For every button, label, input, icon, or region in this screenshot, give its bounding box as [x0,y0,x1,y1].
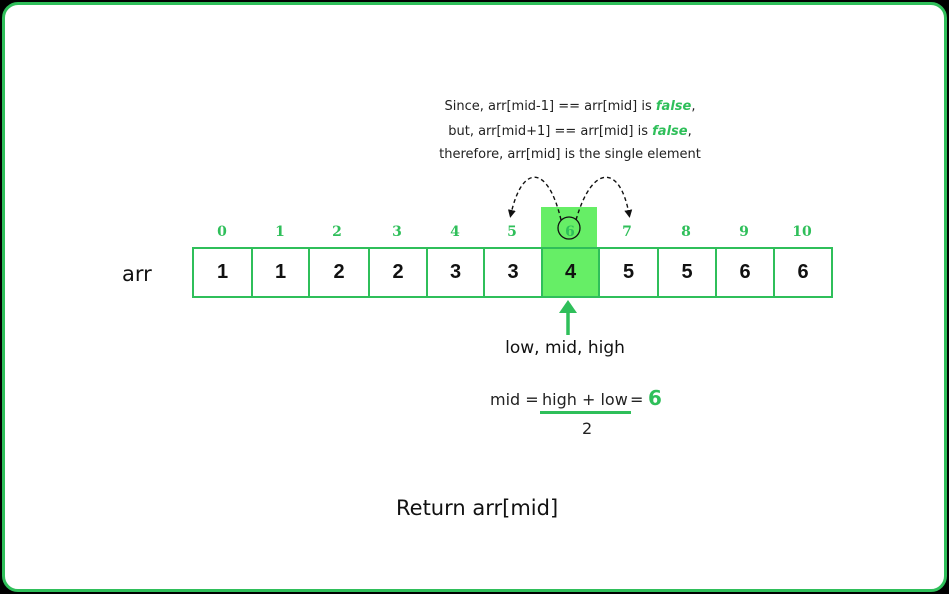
array-cell: 6 [715,247,775,298]
formula-equals: = [630,390,644,409]
index-label: 4 [450,224,460,240]
array-label: arr [122,262,152,286]
formula-numerator: high + low [542,390,628,409]
pointer-label: low, mid, high [505,338,625,358]
array-cell: 6 [773,247,833,298]
array-cell: 2 [368,247,428,298]
formula-result: 6 [648,386,662,410]
array-cell: 1 [192,247,253,298]
array-cell: 3 [483,247,543,298]
explanation-line-1: Since, arr[mid-1] == arr[mid] is false, [444,99,696,114]
pointer-arrow-head [559,300,577,313]
index-label: 3 [392,224,402,240]
index-label: 2 [332,224,342,240]
array-cell: 5 [657,247,717,298]
index-label: 7 [622,224,632,240]
right-neighbor-arrow [575,176,633,221]
index-label: 1 [275,224,285,240]
array-cell: 2 [308,247,370,298]
formula-lhs: mid = [490,390,539,409]
formula-denominator: 2 [582,419,593,438]
index-label: 0 [217,224,227,240]
index-label: 10 [792,224,812,240]
index-label: 9 [739,224,749,240]
index-label: 5 [507,224,517,240]
fraction-bar [540,411,631,414]
explanation-line-3: therefore, arr[mid] is the single elemen… [439,147,701,162]
explanation-line-2: but, arr[mid+1] == arr[mid] is false, [448,124,692,139]
mid-index-circle [557,216,581,240]
array-cell-mid: 4 [541,247,600,298]
mid-index-highlight [541,207,597,247]
index-label: 8 [681,224,691,240]
index-label-mid: 6 [565,224,575,240]
return-statement: Return arr[mid] [396,496,559,520]
left-neighbor-arrow [507,176,562,221]
array-cell: 3 [426,247,485,298]
